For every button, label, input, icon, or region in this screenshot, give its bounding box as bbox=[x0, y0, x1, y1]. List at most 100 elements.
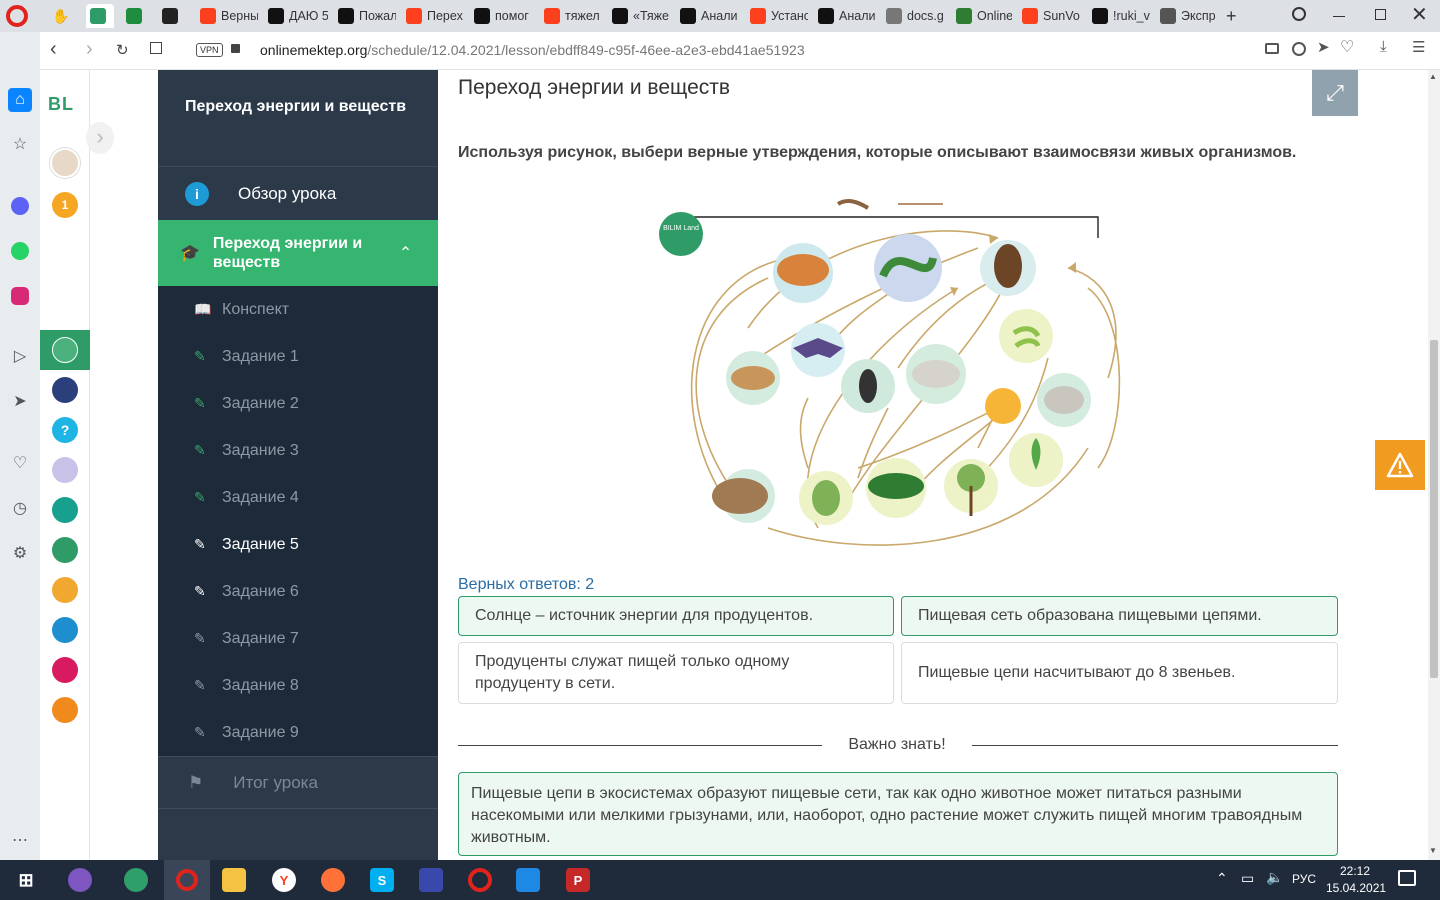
imagin-app-icon[interactable] bbox=[52, 697, 78, 723]
browser-tab[interactable] bbox=[122, 4, 150, 28]
tracker-blocker-icon[interactable] bbox=[1292, 42, 1306, 56]
folder-icon[interactable] bbox=[222, 868, 246, 892]
nav-summary[interactable]: ⚑ Итог урока bbox=[158, 756, 438, 809]
history-icon[interactable]: ◷ bbox=[13, 500, 27, 517]
onlinemektep-app-icon[interactable] bbox=[52, 337, 78, 363]
yandex-browser-icon[interactable]: Y bbox=[272, 868, 296, 892]
answer-option-1[interactable]: Солнце – источник энергии для продуценто… bbox=[458, 596, 894, 636]
twig-app-icon[interactable] bbox=[52, 657, 78, 683]
notification-badge[interactable]: 1 bbox=[52, 192, 78, 218]
opera-logo-icon[interactable] bbox=[6, 5, 28, 27]
browser-tab[interactable]: Online bbox=[952, 4, 1012, 28]
help-app-icon[interactable]: ? bbox=[52, 417, 78, 443]
reload-icon[interactable]: ↻ bbox=[116, 42, 129, 59]
messenger-icon[interactable] bbox=[8, 194, 32, 218]
vpn-badge[interactable]: VPN bbox=[196, 43, 223, 57]
app-icon-edge[interactable] bbox=[124, 868, 148, 892]
start-icon[interactable]: ⊞ bbox=[18, 869, 34, 890]
avatar[interactable] bbox=[50, 148, 80, 178]
app-icon-purple[interactable] bbox=[68, 868, 92, 892]
flow-icon[interactable]: ➤ bbox=[13, 393, 27, 410]
bilimland-app-icon[interactable] bbox=[52, 497, 78, 523]
save-app-icon[interactable] bbox=[419, 868, 443, 892]
skype-icon[interactable]: S bbox=[370, 868, 394, 892]
browser-tab[interactable]: ДАЮ 5 bbox=[264, 4, 328, 28]
settings-icon[interactable]: ⚙ bbox=[12, 545, 28, 562]
expand-arrow-icon[interactable]: › bbox=[86, 122, 114, 154]
browser-tab[interactable]: Верны bbox=[196, 4, 258, 28]
nav-item-task-1[interactable]: ✎Задание 1 bbox=[158, 333, 438, 380]
volume-icon[interactable]: 🔈 bbox=[1266, 869, 1284, 885]
language-indicator[interactable]: РУС bbox=[1292, 872, 1317, 886]
browser-tab[interactable]: SunVo bbox=[1018, 4, 1082, 28]
nav-item-task-9[interactable]: ✎Задание 9 bbox=[158, 709, 438, 756]
firefox-icon[interactable] bbox=[321, 868, 345, 892]
browser-tab[interactable]: Устано bbox=[746, 4, 808, 28]
nav-item-task-8[interactable]: ✎Задание 8 bbox=[158, 662, 438, 709]
forward-icon[interactable]: › bbox=[86, 38, 93, 60]
easy-setup-icon[interactable]: ☰ bbox=[1412, 39, 1426, 56]
answer-option-4[interactable]: Пищевые цепи насчитывают до 8 звеньев. bbox=[901, 642, 1338, 704]
nav-item-task-5[interactable]: ✎Задание 5 bbox=[158, 521, 438, 568]
bilimland-logo[interactable]: BL bbox=[48, 94, 74, 114]
browser-tab[interactable]: Перех bbox=[402, 4, 464, 28]
scroll-up-arrow[interactable]: ▲ bbox=[1429, 72, 1437, 81]
send-icon[interactable]: ➤ bbox=[1317, 39, 1330, 56]
opera-taskbar-active[interactable] bbox=[164, 860, 210, 900]
nav-item-notes[interactable]: 📖Конспект bbox=[158, 286, 438, 333]
bilim-shop-app-icon[interactable] bbox=[52, 577, 78, 603]
nav-item-task-2[interactable]: ✎Задание 2 bbox=[158, 380, 438, 427]
opera-icon-2[interactable] bbox=[468, 868, 492, 892]
bookmark-heart-icon[interactable]: ♡ bbox=[1340, 39, 1355, 56]
close-icon[interactable]: ✕ bbox=[1411, 4, 1428, 26]
bilimland-green-app-icon[interactable] bbox=[52, 537, 78, 563]
speed-dial-icon[interactable] bbox=[150, 42, 162, 54]
nav-item-task-4[interactable]: ✎Задание 4 bbox=[158, 474, 438, 521]
home-icon[interactable]: ⌂ bbox=[8, 88, 32, 112]
page-scrollbar[interactable]: ▲ ▼ bbox=[1428, 70, 1440, 860]
url-field[interactable]: onlinemektep.org/schedule/12.04.2021/les… bbox=[260, 42, 805, 58]
network-icon[interactable]: ▭ bbox=[1241, 870, 1255, 886]
browser-tab[interactable] bbox=[158, 4, 188, 28]
tray-chevron-icon[interactable]: ⌃ bbox=[1216, 870, 1228, 886]
nav-item-task-7[interactable]: ✎Задание 7 bbox=[158, 615, 438, 662]
more-icon[interactable]: ⋯ bbox=[12, 832, 28, 849]
scroll-down-arrow[interactable]: ▼ bbox=[1429, 846, 1437, 855]
answer-option-2[interactable]: Пищевая сеть образована пищевыми цепями. bbox=[901, 596, 1338, 636]
clock[interactable]: 22:12 15.04.2021 bbox=[1326, 863, 1386, 897]
browser-tab[interactable]: !ruki_v bbox=[1088, 4, 1150, 28]
player-icon[interactable]: ▷ bbox=[13, 348, 27, 365]
browser-tab[interactable]: Анали bbox=[676, 4, 740, 28]
search-tabs-icon[interactable] bbox=[1292, 7, 1306, 21]
tab-options-icon[interactable]: ✋ bbox=[52, 8, 70, 24]
browser-tab[interactable]: тяжел bbox=[540, 4, 602, 28]
smart-nation-app-icon[interactable] bbox=[52, 377, 78, 403]
minimize-icon[interactable] bbox=[1333, 16, 1345, 17]
nav-item-task-6[interactable]: ✎Задание 6 bbox=[158, 568, 438, 615]
back-icon[interactable]: ‹ bbox=[50, 38, 57, 60]
browser-tab[interactable]: помог bbox=[470, 4, 534, 28]
browser-tab[interactable]: Экспр bbox=[1156, 4, 1222, 28]
app-icon-blue[interactable] bbox=[516, 868, 540, 892]
browser-tab[interactable] bbox=[86, 4, 114, 28]
instagram-icon[interactable] bbox=[8, 284, 32, 308]
browser-tab[interactable]: Пожал bbox=[334, 4, 396, 28]
nav-item-task-3[interactable]: ✎Задание 3 bbox=[158, 427, 438, 474]
browser-tab[interactable]: Анали bbox=[814, 4, 876, 28]
keyboard-app-icon[interactable] bbox=[52, 457, 78, 483]
heart-icon[interactable]: ♡ bbox=[12, 455, 28, 472]
report-warning-button[interactable] bbox=[1375, 440, 1425, 490]
test-app-icon[interactable] bbox=[52, 617, 78, 643]
whatsapp-icon[interactable] bbox=[8, 239, 32, 263]
star-icon[interactable]: ☆ bbox=[12, 136, 28, 153]
new-tab-button[interactable]: + bbox=[1226, 6, 1237, 26]
nav-section-active[interactable]: 🎓 Переход энергии и веществ ⌃ bbox=[158, 220, 438, 286]
nav-overview[interactable]: i Обзор урока bbox=[158, 167, 438, 220]
restore-icon[interactable] bbox=[1375, 9, 1386, 20]
download-icon[interactable]: ⤓ bbox=[1380, 38, 1387, 55]
notifications-icon[interactable] bbox=[1398, 870, 1416, 886]
browser-tab[interactable]: «Тяже bbox=[608, 4, 670, 28]
answer-option-3[interactable]: Продуценты служат пищей только одному пр… bbox=[458, 642, 894, 704]
scroll-thumb[interactable] bbox=[1430, 340, 1438, 678]
fullscreen-button[interactable]: ⤢ bbox=[1312, 70, 1358, 116]
